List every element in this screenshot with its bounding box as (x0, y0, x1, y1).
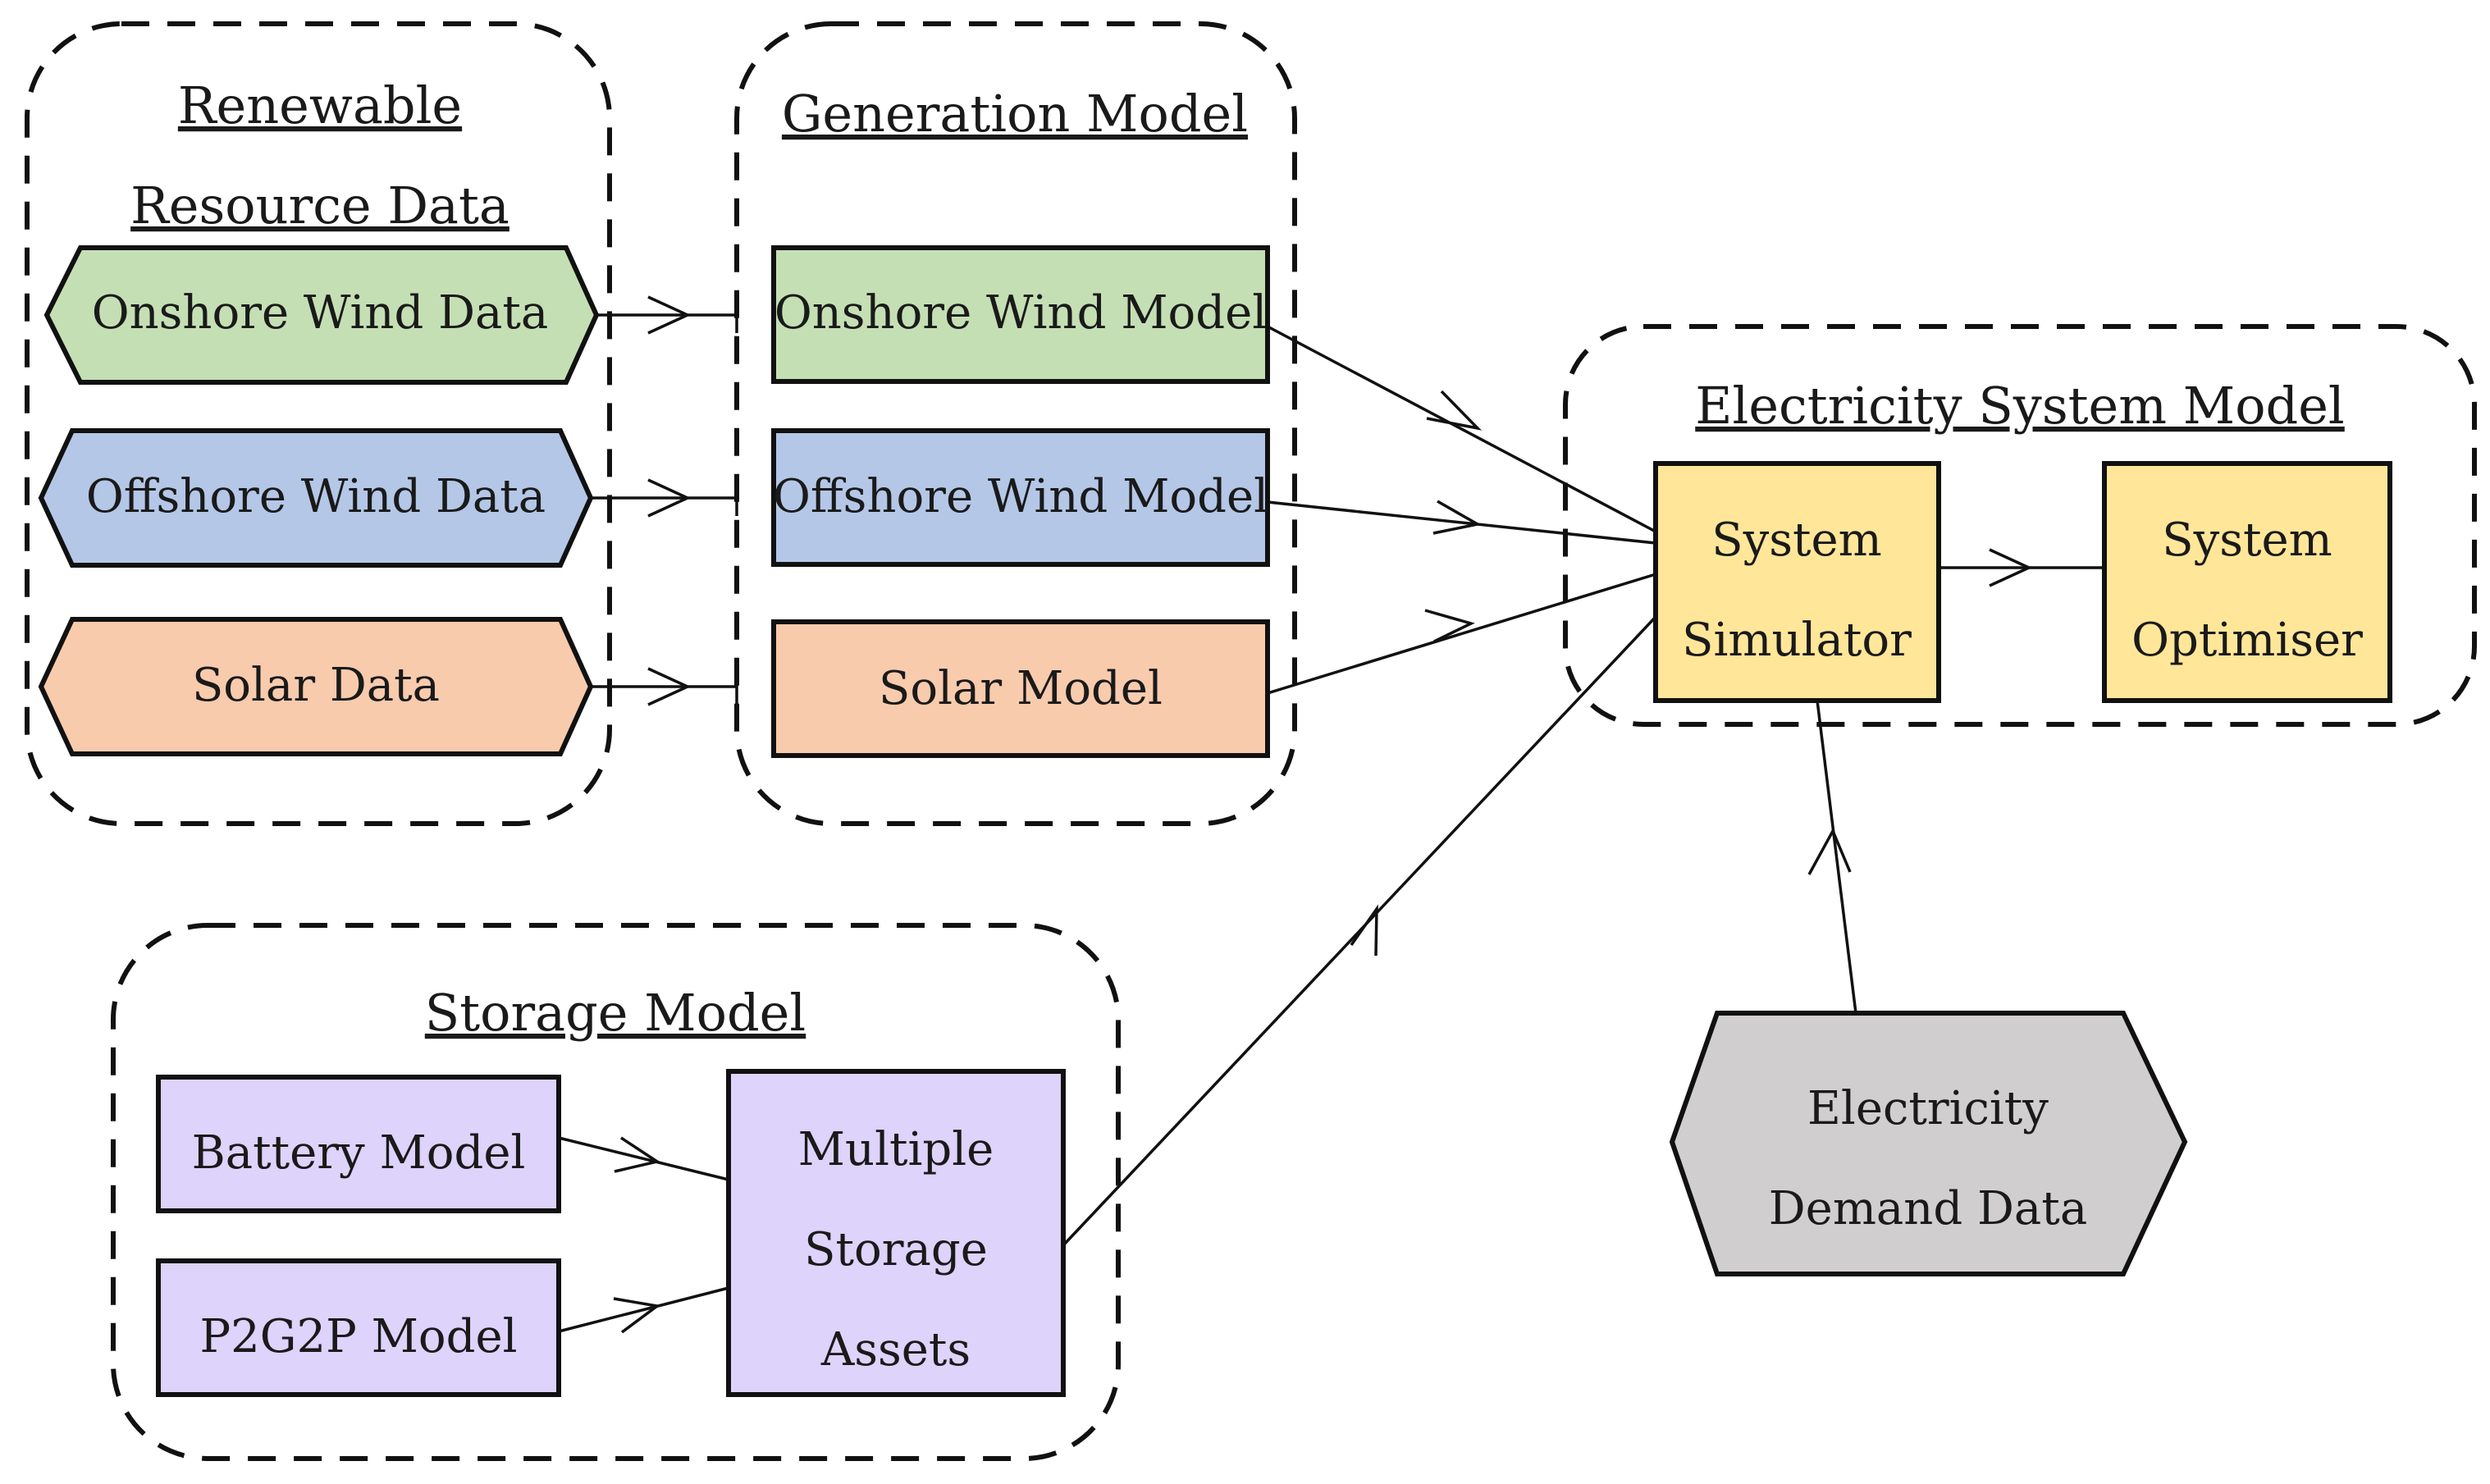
connector-onshore-model-to-simulator (1267, 325, 1656, 533)
renewable-group-title-line1: Renewable (178, 75, 462, 135)
onshore-wind-data-label: Onshore Wind Data (92, 286, 549, 340)
connector-onshore-data-to-model (596, 295, 738, 335)
connector-offshore-data-to-model (591, 478, 738, 518)
connector-simulator-to-optimiser (1939, 548, 2104, 587)
onshore-wind-model-label: Onshore Wind Model (774, 286, 1267, 340)
generation-model-group (734, 21, 1297, 826)
multiple-storage-assets-label-line3: Assets (820, 1323, 971, 1377)
system-simulator-label-line1: System (1711, 514, 1881, 567)
solar-data-label: Solar Data (192, 659, 440, 712)
solar-data-node (38, 617, 594, 756)
storage-model-group (111, 923, 1121, 1461)
connector-battery-to-storage (558, 1136, 729, 1181)
electricity-demand-data-label-line2: Demand Data (1769, 1182, 2087, 1235)
generation-group-title: Generation Model (782, 84, 1248, 144)
connector-demand-to-simulator (1807, 700, 1857, 1014)
system-simulator-node (1653, 461, 1941, 703)
system-optimiser-label-line1: System (2162, 514, 2332, 567)
p2g2p-model-label: P2G2P Model (199, 1310, 517, 1363)
connector-p2g2p-to-storage (558, 1286, 729, 1334)
solar-model-node (771, 619, 1270, 758)
connector-solar-model-to-simulator (1267, 573, 1656, 695)
system-optimiser-label-line2: Optimiser (2131, 614, 2363, 667)
electricity-demand-data-label-line1: Electricity (1807, 1082, 2049, 1135)
p2g2p-model-node (156, 1258, 561, 1397)
connector-solar-data-to-model (591, 667, 738, 706)
offshore-wind-model-node (771, 428, 1270, 567)
electricity-system-model-group (1563, 324, 2477, 727)
multiple-storage-assets-label-line2: Storage (804, 1223, 988, 1276)
connector-storage-to-simulator (1062, 615, 1657, 1247)
electricity-system-group-title: Electricity System Model (1695, 376, 2345, 436)
connector-offshore-model-to-simulator (1267, 500, 1656, 545)
onshore-wind-data-node (43, 245, 600, 385)
offshore-wind-model-label: Offshore Wind Model (773, 470, 1268, 523)
onshore-wind-model-node (771, 245, 1270, 384)
storage-group-title: Storage Model (425, 983, 806, 1043)
system-simulator-label-line2: Simulator (1682, 614, 1912, 667)
battery-model-label: Battery Model (192, 1126, 526, 1180)
renewable-group-title-line2: Resource Data (130, 176, 509, 235)
battery-model-node (156, 1075, 561, 1213)
renewable-resource-data-group (25, 21, 612, 826)
multiple-storage-assets-node (726, 1069, 1066, 1397)
offshore-wind-data-label: Offshore Wind Data (86, 470, 546, 523)
offshore-wind-data-node (38, 428, 594, 568)
multiple-storage-assets-label-line1: Multiple (798, 1123, 994, 1176)
system-optimiser-node (2102, 461, 2392, 703)
electricity-demand-data-node (1669, 1011, 2188, 1276)
solar-model-label: Solar Model (879, 662, 1163, 715)
